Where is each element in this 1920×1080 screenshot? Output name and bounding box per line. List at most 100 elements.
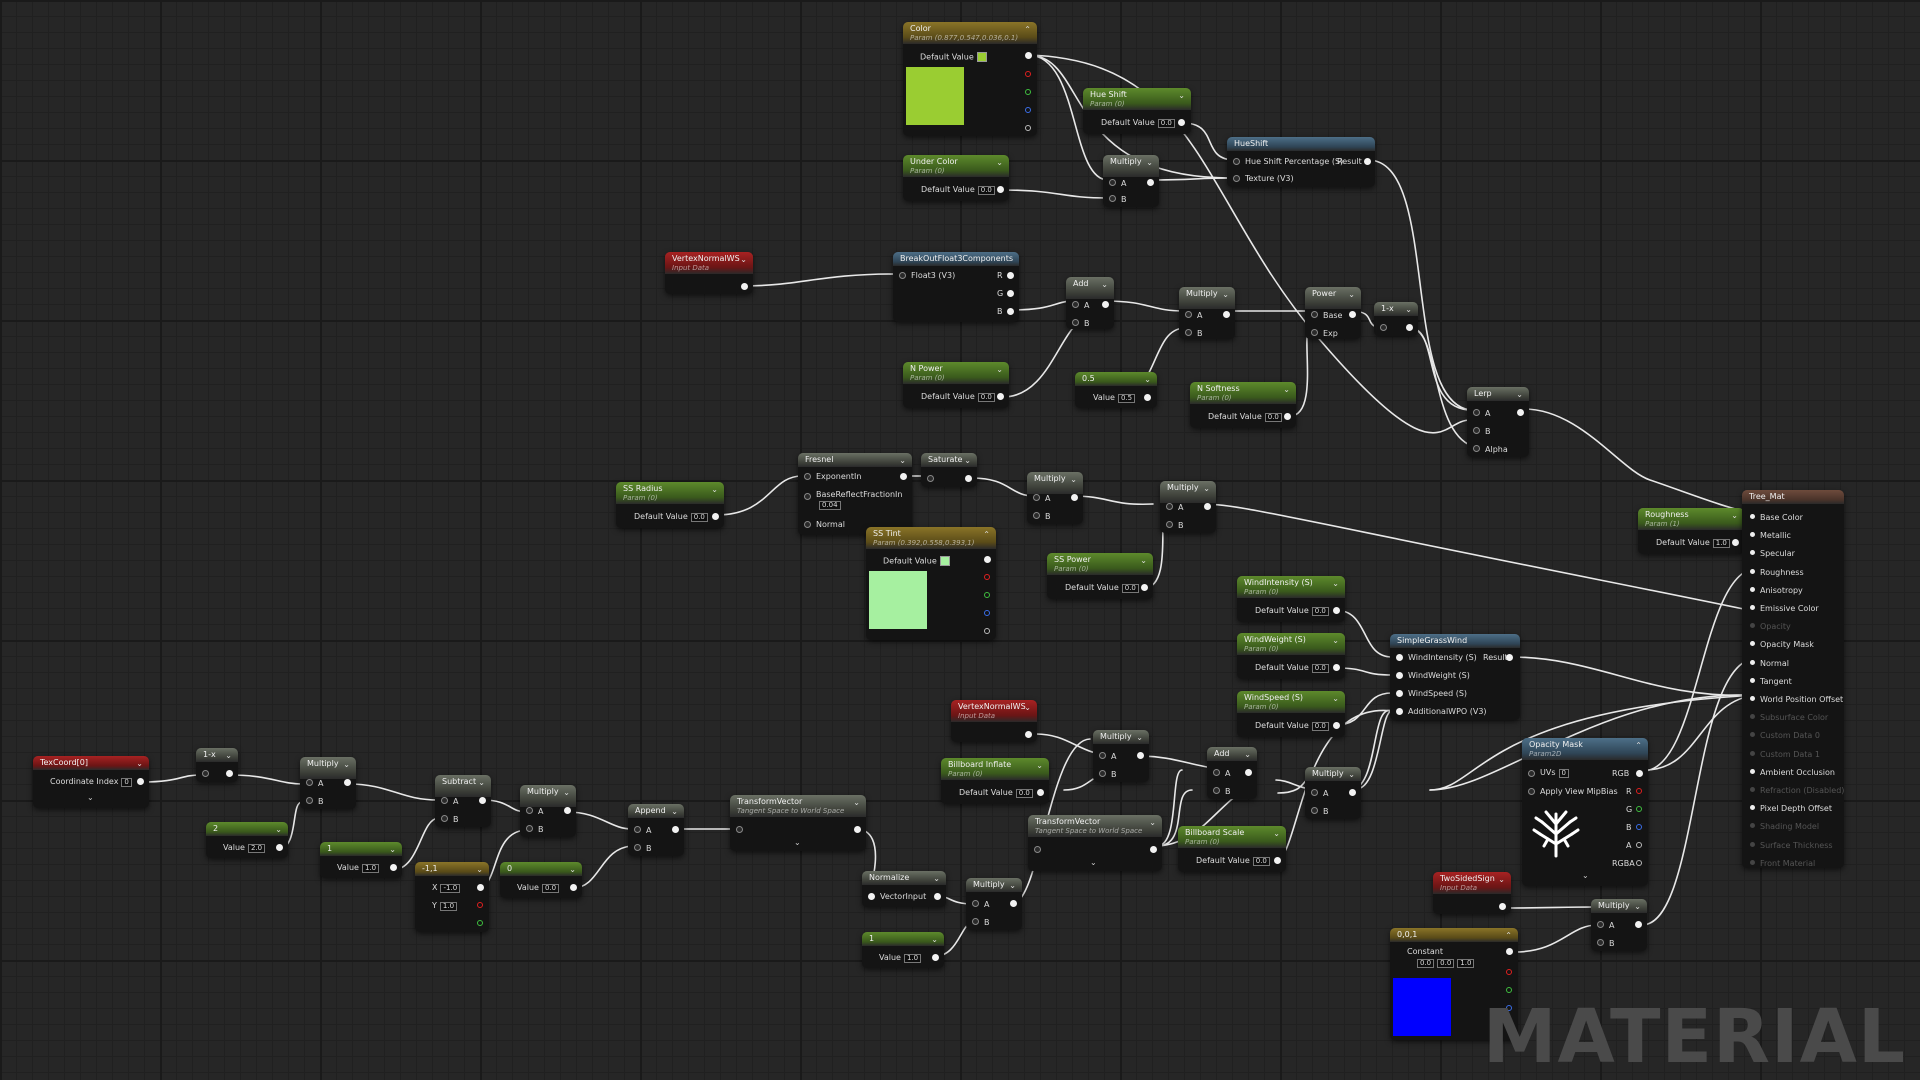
node-multiply[interactable]: Multiply⌄ A B xyxy=(1160,481,1216,533)
output-pin[interactable] xyxy=(712,513,719,520)
input-pin-texture[interactable] xyxy=(1233,175,1240,182)
output-pin[interactable] xyxy=(984,556,991,563)
output-pin-g[interactable] xyxy=(1506,987,1512,993)
collapse-icon[interactable]: ⌄ xyxy=(1136,733,1143,742)
output-pin[interactable] xyxy=(1204,503,1211,510)
value-field[interactable]: 0.0 xyxy=(977,186,995,195)
material-input-pin[interactable] xyxy=(1750,732,1755,738)
output-pin[interactable] xyxy=(226,770,233,777)
output-pin[interactable] xyxy=(1517,409,1524,416)
input-pin-a[interactable] xyxy=(1185,311,1192,318)
material-input-row[interactable]: Ambient Occlusion xyxy=(1750,768,1835,777)
value-field[interactable]: 0.0 xyxy=(1311,722,1329,731)
collapse-icon[interactable]: ⌄ xyxy=(1149,818,1156,827)
material-input-pin[interactable] xyxy=(1750,586,1755,592)
collapse-icon[interactable]: ⌄ xyxy=(1009,881,1016,890)
input-pin-b[interactable] xyxy=(306,797,313,804)
input-pin[interactable] xyxy=(1380,324,1387,331)
output-pin-b[interactable] xyxy=(1007,308,1014,315)
node-append[interactable]: Append⌄ A B xyxy=(628,804,684,856)
input-pin-wind-speed[interactable] xyxy=(1396,690,1403,697)
output-pin[interactable] xyxy=(1284,413,1291,420)
node-breakout-float3[interactable]: BreakOutFloat3Components Float3 (V3) R G… xyxy=(893,252,1019,322)
material-input-pin[interactable] xyxy=(1750,750,1755,756)
b-value-field[interactable]: 1.0 xyxy=(1457,959,1475,968)
value-field[interactable]: 0.0 xyxy=(977,393,995,402)
output-pin[interactable] xyxy=(1147,179,1154,186)
output-pin[interactable] xyxy=(1102,301,1109,308)
output-pin[interactable] xyxy=(965,475,972,482)
output-pin[interactable] xyxy=(344,779,351,786)
expand-icon[interactable]: ⌄ xyxy=(1582,871,1589,880)
output-pin[interactable] xyxy=(1635,921,1642,928)
node-one-minus[interactable]: 1-x⌄ xyxy=(1374,302,1418,336)
output-pin[interactable] xyxy=(1506,948,1513,955)
output-pin[interactable] xyxy=(479,797,486,804)
input-pin-additional-wpo[interactable] xyxy=(1396,708,1403,715)
collapse-icon[interactable]: ⌄ xyxy=(1634,902,1641,911)
input-pin-normal[interactable] xyxy=(804,521,811,528)
output-pin[interactable] xyxy=(137,778,144,785)
collapse-icon[interactable]: ⌄ xyxy=(899,456,906,465)
collapse-icon[interactable]: ⌄ xyxy=(1222,290,1229,299)
expand-icon[interactable]: ⌄ xyxy=(1090,858,1097,867)
value-field[interactable]: 0.0 xyxy=(1015,789,1033,798)
collapse-icon[interactable]: ⌄ xyxy=(1731,511,1738,520)
input-pin-hue[interactable] xyxy=(1233,158,1240,165)
collapse-icon[interactable]: ⌄ xyxy=(996,365,1003,374)
material-input-row[interactable]: Emissive Color xyxy=(1750,605,1819,613)
output-pin[interactable] xyxy=(672,826,679,833)
input-pin-a[interactable] xyxy=(306,779,313,786)
material-input-pin[interactable] xyxy=(1750,714,1755,720)
output-pin[interactable] xyxy=(900,473,907,480)
output-pin-g[interactable] xyxy=(1636,806,1642,812)
material-input-row[interactable]: Subsurface Color xyxy=(1750,714,1828,722)
output-pin[interactable] xyxy=(1010,900,1017,907)
output-pin[interactable] xyxy=(1137,752,1144,759)
collapse-icon[interactable]: ⌄ xyxy=(225,751,232,760)
output-pin[interactable] xyxy=(1178,119,1185,126)
collapse-icon[interactable]: ⌄ xyxy=(671,807,678,816)
node-power[interactable]: Power⌄ Base Exp xyxy=(1305,287,1361,339)
output-pin[interactable] xyxy=(1333,664,1340,671)
output-pin[interactable] xyxy=(997,393,1004,400)
value-field[interactable]: 0.5 xyxy=(1117,394,1136,403)
output-pin-b[interactable] xyxy=(984,610,990,616)
collapse-icon[interactable]: ⌄ xyxy=(563,788,570,797)
input-pin-mip-bias[interactable] xyxy=(1528,788,1535,795)
output-pin-r[interactable] xyxy=(1636,788,1642,794)
material-input-pin[interactable] xyxy=(1750,787,1755,792)
collapse-icon[interactable]: ⌄ xyxy=(1140,556,1147,565)
input-pin-b[interactable] xyxy=(1033,512,1040,519)
input-pin-b[interactable] xyxy=(1185,329,1192,336)
node-multiply[interactable]: Multiply⌄ A B xyxy=(1591,899,1647,951)
collapse-icon[interactable]: ⌄ xyxy=(1178,91,1185,100)
material-input-row[interactable]: Surface Thickness xyxy=(1750,841,1833,850)
value-field[interactable]: 1.0 xyxy=(903,954,922,963)
material-input-pin[interactable] xyxy=(1750,641,1755,647)
output-pin-g[interactable] xyxy=(1025,89,1031,95)
collapse-icon[interactable]: ⌃ xyxy=(1635,741,1642,750)
input-pin-b[interactable] xyxy=(1473,427,1480,434)
node-multiply[interactable]: Multiply⌄ A B xyxy=(1305,767,1361,819)
output-pin[interactable] xyxy=(934,893,941,900)
material-input-row[interactable]: Specular xyxy=(1750,550,1795,558)
input-pin-b[interactable] xyxy=(1597,939,1604,946)
input-pin-a[interactable] xyxy=(1072,301,1079,308)
g-value-field[interactable]: 0.0 xyxy=(1437,959,1455,968)
collapse-icon[interactable]: ⌄ xyxy=(343,760,350,769)
collapse-icon[interactable]: ⌃ xyxy=(1024,25,1031,34)
input-pin-alpha[interactable] xyxy=(1473,445,1480,452)
material-input-pin[interactable] xyxy=(1750,532,1755,538)
material-input-row[interactable]: Refraction (Disabled) xyxy=(1750,787,1844,795)
